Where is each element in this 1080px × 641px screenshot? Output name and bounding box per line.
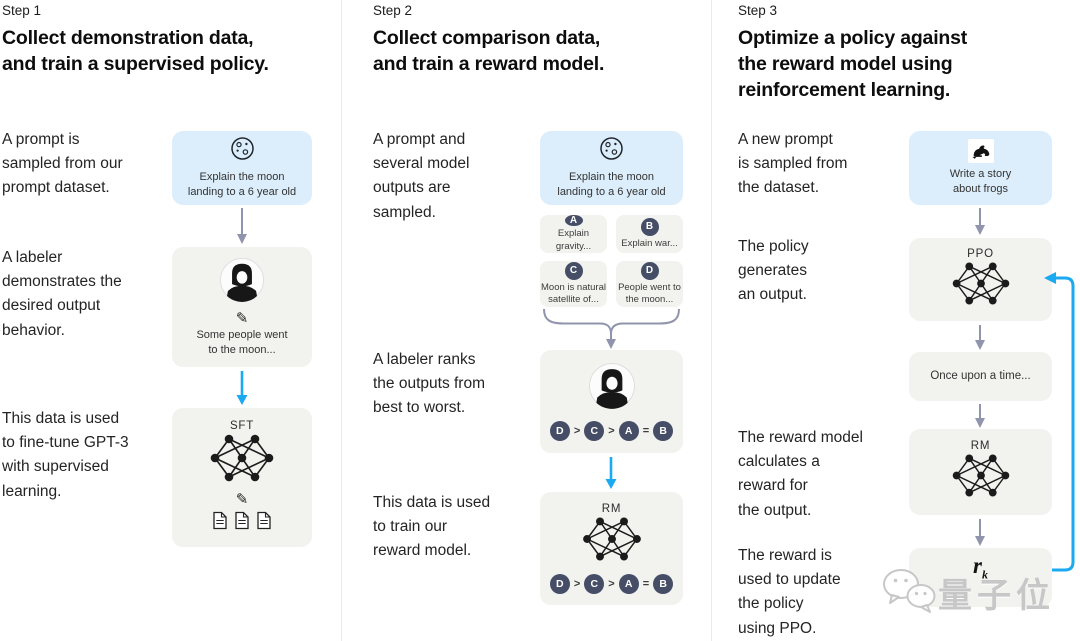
rank-separator: > <box>608 425 615 437</box>
step1-annotation-finetune: This data is used to fine-tune GPT-3 wit… <box>2 410 129 500</box>
output-badge-c: C <box>564 261 583 280</box>
output-card-b: B Explain war... <box>616 215 683 253</box>
step1-labeler-card: ✎ Some people went to the moon... <box>172 247 312 367</box>
step3-output-card: Once upon a time... <box>909 352 1052 401</box>
network-icon <box>950 260 1012 312</box>
output-card-a: A Explain gravity... <box>540 215 607 253</box>
ranking-row: D > C > A = B <box>549 574 674 594</box>
policy-output-text: Once upon a time... <box>930 369 1031 382</box>
step1-annotation-prompt: A prompt is sampled from our prompt data… <box>2 131 123 197</box>
step3-rm-card: RM <box>909 429 1052 515</box>
pencil-icon: ✎ <box>235 491 249 508</box>
output-text-c: Moon is natural satellite of... <box>541 281 606 305</box>
step3-label: Step 3 <box>738 3 778 18</box>
arrow-down-gray <box>237 208 247 244</box>
output-text-b: Explain war... <box>621 237 678 249</box>
step2-label: Step 2 <box>373 3 413 18</box>
output-badge-b: B <box>640 217 659 236</box>
step2-labeler-rank-card: D > C > A = B <box>540 350 683 453</box>
ppo-title: PPO <box>967 247 994 260</box>
step3-annotation-policy: The policy generates an output. <box>738 238 809 304</box>
output-card-d: D People went to the moon... <box>616 261 683 307</box>
qbitai-watermark: 量子位 <box>880 563 1055 622</box>
rank-badge: C <box>584 574 605 594</box>
rank-separator: > <box>573 578 581 590</box>
network-icon <box>208 432 276 489</box>
rank-separator: > <box>573 425 581 437</box>
document-icon <box>212 511 228 535</box>
step1-annotation-labeler: A labeler demonstrates the desired outpu… <box>2 249 122 339</box>
step3-annotation-reward: The reward model calculates a reward for… <box>738 429 863 519</box>
step2-annotation-sampled: A prompt and several model outputs are s… <box>373 131 470 221</box>
arrow-down-gray <box>975 208 985 235</box>
arrow-down-gray <box>975 325 985 350</box>
step2-prompt-card: Explain the moon landing to a 6 year old <box>540 131 683 205</box>
network-icon <box>950 452 1012 504</box>
rank-separator: = <box>642 578 650 590</box>
output-card-c: C Moon is natural satellite of... <box>540 261 607 307</box>
watermark-text: 量子位 <box>938 577 1055 615</box>
step3-annotation-prompt: A new prompt is sampled from the dataset… <box>738 131 848 197</box>
column-divider <box>711 0 712 641</box>
arrow-down-blue <box>605 457 617 489</box>
step3-ppo-card: PPO <box>909 238 1052 321</box>
rm-title: RM <box>601 503 622 515</box>
rank-badge: D <box>549 421 570 441</box>
moon-icon <box>230 136 255 166</box>
labeler-avatar <box>588 362 636 415</box>
rank-separator: = <box>642 425 650 437</box>
rank-separator: > <box>608 578 615 590</box>
arrow-down-gray <box>975 519 985 546</box>
wechat-bubbles-icon <box>880 563 938 622</box>
output-text-a: Explain gravity... <box>555 228 592 252</box>
rank-badge: B <box>653 574 674 594</box>
step1-heading: Collect demonstration data, and train a … <box>2 27 269 75</box>
output-text-d: People went to the moon... <box>618 281 681 305</box>
step2-annotation-ranks: A labeler ranks the outputs from best to… <box>373 351 486 417</box>
frog-icon <box>967 139 994 164</box>
ranking-row: D > C > A = B <box>549 421 674 441</box>
labeler-avatar <box>219 257 265 308</box>
step2-heading: Collect comparison data, and train a rew… <box>373 27 605 75</box>
rank-badge: A <box>618 574 639 594</box>
step2-rm-card: RM D > C > A = B <box>540 492 683 605</box>
document-icon <box>234 511 250 535</box>
network-icon <box>580 515 644 568</box>
step1-sft-card: SFT ✎ <box>172 408 312 547</box>
reward-symbol: rk <box>973 553 988 582</box>
rank-badge: C <box>584 421 605 441</box>
output-badge-a: A <box>564 215 583 227</box>
step1-prompt-card: Explain the moon landing to a 6 year old <box>172 131 312 205</box>
pencil-icon: ✎ <box>235 309 249 327</box>
rm-title: RM <box>970 440 991 452</box>
step3-prompt-card: Write a story about frogs <box>909 131 1052 205</box>
sft-title: SFT <box>229 420 255 432</box>
moon-icon <box>599 136 624 166</box>
output-badge-d: D <box>640 261 659 280</box>
prompt-text: Write a story about frogs <box>949 168 1012 195</box>
step3-annotation-update: The reward is used to update the policy … <box>738 547 841 637</box>
rank-badge: D <box>549 574 570 594</box>
step3-heading: Optimize a policy against the reward mod… <box>738 27 968 101</box>
arrow-down-blue <box>236 371 248 405</box>
documents-row <box>212 511 272 535</box>
rank-badge: A <box>618 421 639 441</box>
labeler-demo-text: Some people went to the moon... <box>196 328 288 356</box>
document-icon <box>256 511 272 535</box>
prompt-text: Explain the moon landing to a 6 year old <box>557 171 666 198</box>
step1-label: Step 1 <box>2 3 42 18</box>
step2-annotation-train: This data is used to train our reward mo… <box>373 494 491 560</box>
rank-badge: B <box>653 421 674 441</box>
feedback-loop-arrow <box>1044 272 1075 572</box>
brace-converge-arrow <box>543 309 680 349</box>
column-divider <box>341 0 342 641</box>
arrow-down-gray <box>975 404 985 428</box>
prompt-text: Explain the moon landing to a 6 year old <box>187 171 297 198</box>
